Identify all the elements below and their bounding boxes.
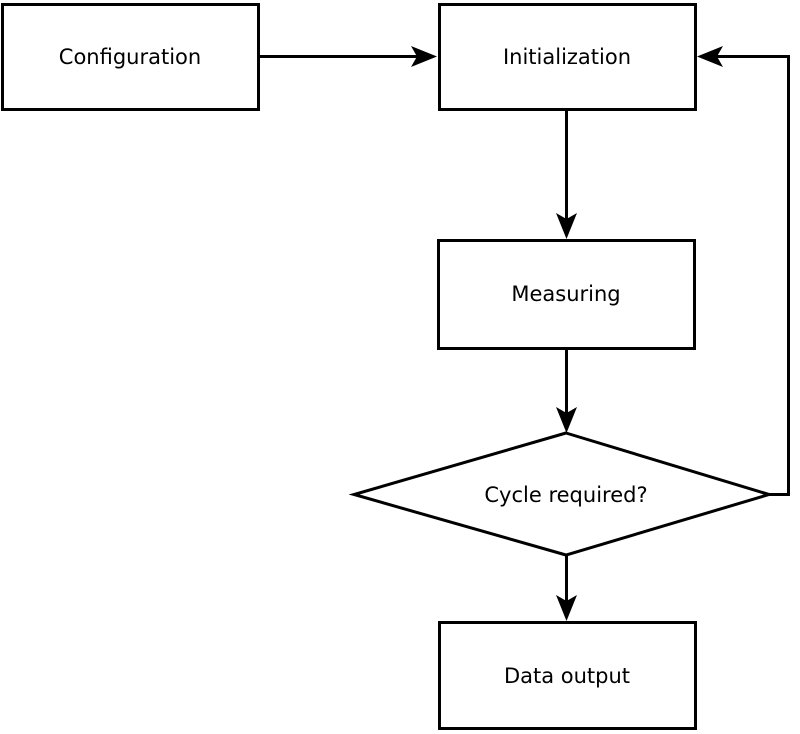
node-label-cycle-required: Cycle required? — [484, 483, 647, 507]
node-shape-measuring[interactable] — [437, 239, 696, 350]
edge-configuration-to-initialization — [259, 46, 437, 67]
node-label-data-output: Data output — [504, 664, 630, 688]
node-shape-configuration[interactable] — [1, 3, 260, 111]
node-initialization[interactable]: Initialization — [438, 3, 697, 111]
arrow-head-left-into-initialization — [697, 46, 723, 67]
edge-measuring-to-cycle-required — [556, 350, 577, 433]
arrow-head-down-into-measuring — [556, 213, 577, 239]
node-cycle-required[interactable]: Cycle required? — [348, 431, 775, 557]
node-shape-cycle-required[interactable] — [348, 431, 775, 557]
edge-initialization-to-measuring — [556, 111, 577, 239]
edge-cycle-required-to-initialization-feedback — [697, 46, 790, 496]
node-shape-initialization[interactable] — [438, 3, 697, 111]
node-label-initialization: Initialization — [503, 45, 631, 69]
node-configuration[interactable]: Configuration — [1, 3, 260, 111]
edge-path-feedback-loop — [706, 55, 790, 496]
arrow-head-down-into-cycle-required — [556, 407, 577, 433]
arrow-head-right-into-initialization — [411, 46, 437, 67]
node-data-output[interactable]: Data output — [438, 621, 697, 730]
node-label-configuration: Configuration — [59, 45, 201, 69]
arrow-head-down-into-data-output — [556, 595, 577, 621]
node-measuring[interactable]: Measuring — [437, 239, 696, 350]
node-shape-data-output[interactable] — [438, 621, 697, 730]
edge-cycle-required-to-data-output — [556, 556, 577, 621]
node-label-measuring: Measuring — [511, 282, 620, 306]
